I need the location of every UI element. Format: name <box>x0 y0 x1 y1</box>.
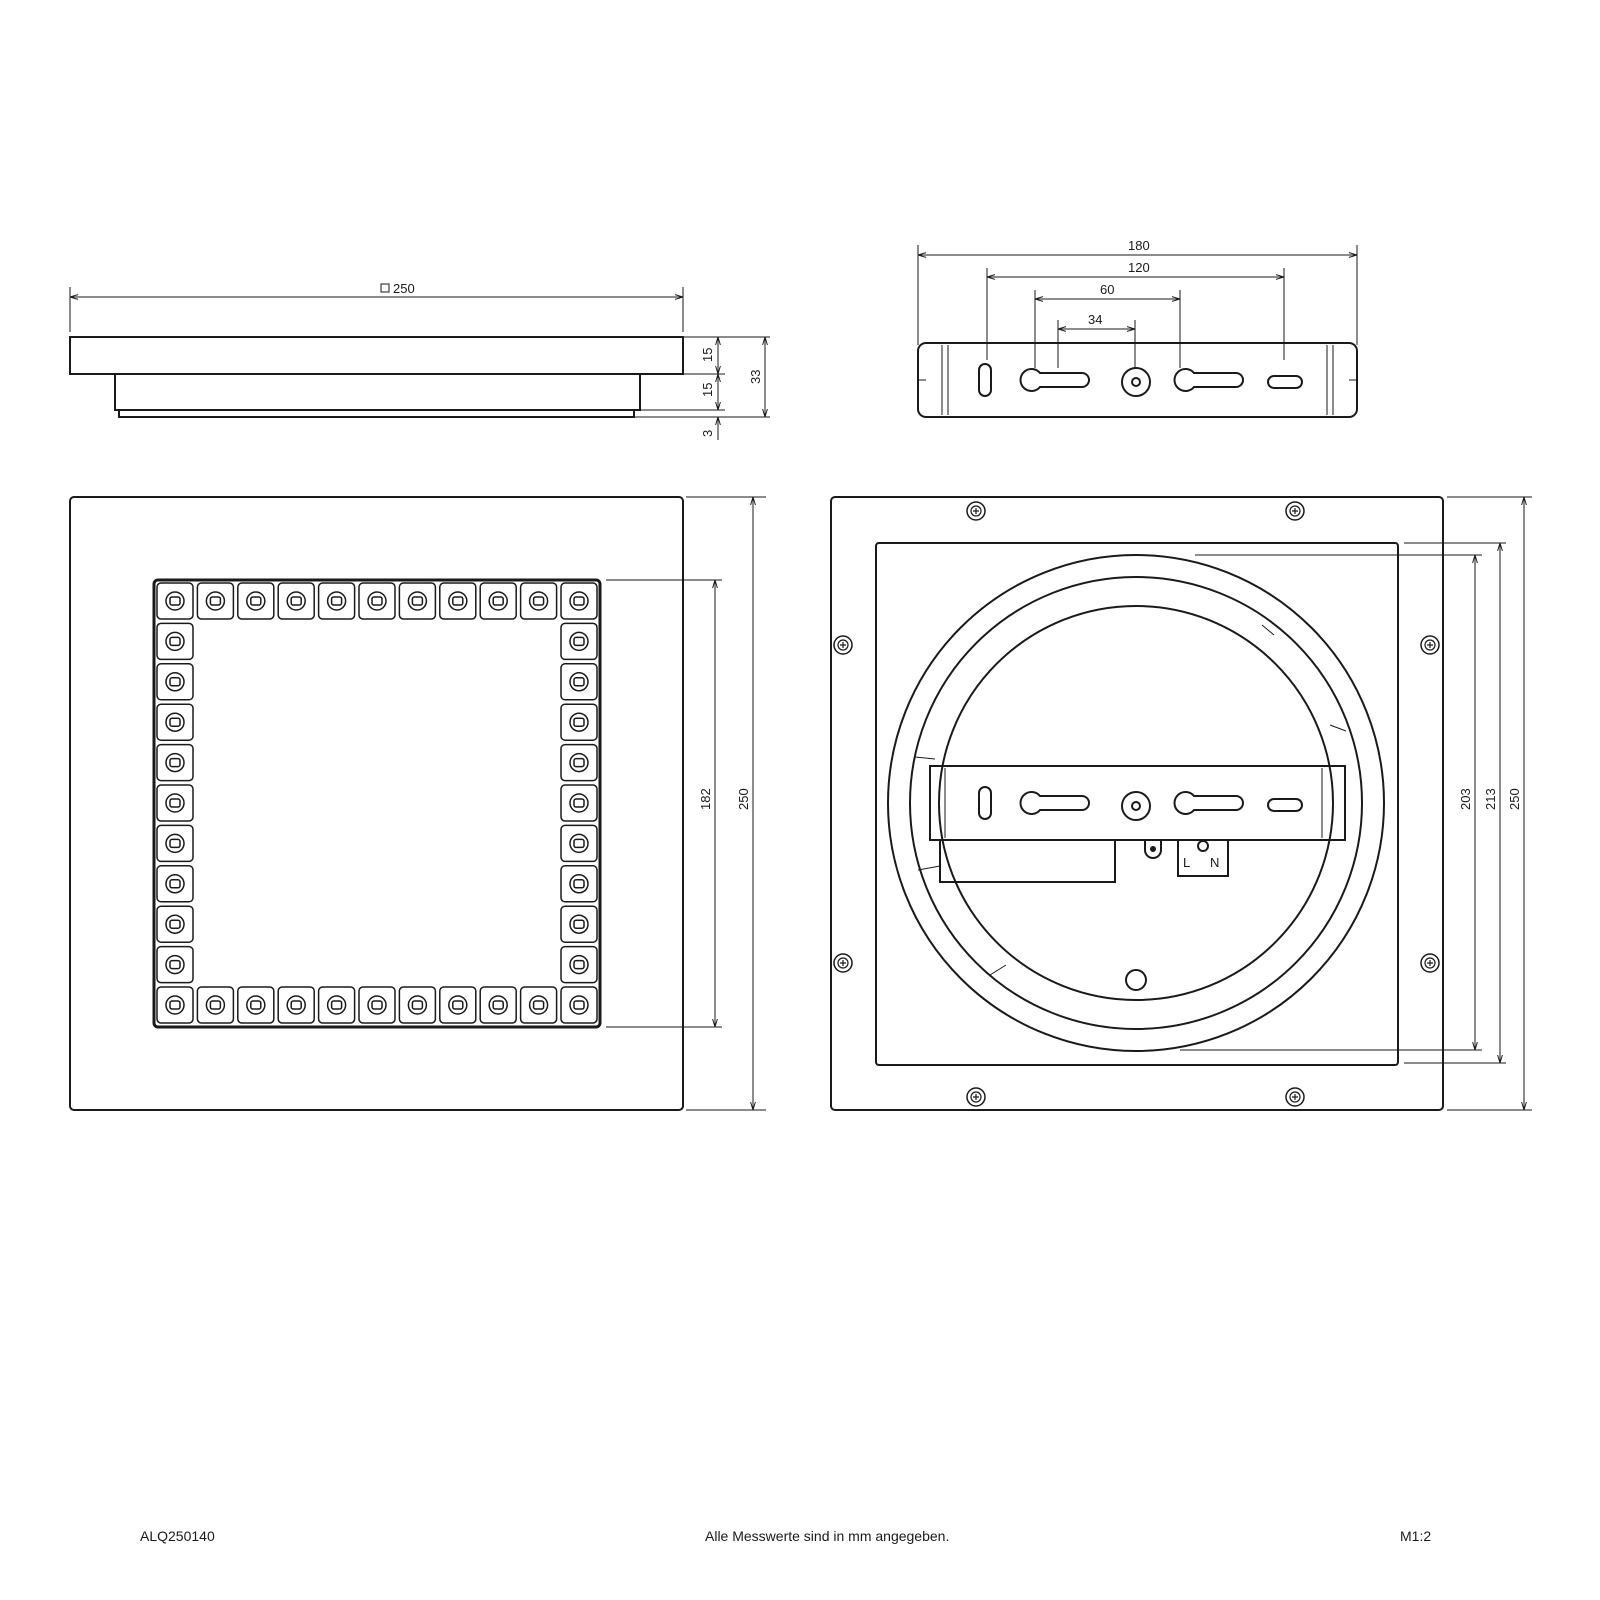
dim-180: 180 <box>1128 238 1150 253</box>
dim-182: 182 <box>698 788 713 810</box>
led-icon <box>277 986 315 1024</box>
led-icon <box>156 905 194 943</box>
dim-34: 34 <box>1088 312 1102 327</box>
led-icon <box>560 784 598 822</box>
dim-203: 203 <box>1458 788 1473 810</box>
led-icon <box>237 986 275 1024</box>
dim-250-front: 250 <box>736 788 751 810</box>
dim-60: 60 <box>1100 282 1114 297</box>
led-icon <box>439 582 477 620</box>
screw-icon <box>966 501 986 521</box>
screws <box>833 501 1440 1107</box>
led-icon <box>519 986 558 1024</box>
led-icon <box>479 986 517 1024</box>
dim-15-top: 15 <box>700 348 715 362</box>
led-icon <box>439 986 477 1024</box>
screw-icon <box>1285 1087 1305 1107</box>
led-icon <box>398 582 437 620</box>
led-icon <box>358 582 396 620</box>
bracket-view: 180 120 60 34 <box>917 238 1358 418</box>
led-icon <box>560 743 598 782</box>
led-icon <box>519 582 558 620</box>
led-icon <box>479 582 517 620</box>
led-icon <box>398 986 437 1024</box>
led-icon <box>237 582 275 620</box>
measurement-note: Alle Messwerte sind in mm angegeben. <box>705 1528 949 1544</box>
led-icon <box>560 824 598 863</box>
dim-250-back: 250 <box>1507 788 1522 810</box>
front-view: 182 250 <box>69 496 766 1111</box>
led-icon <box>317 582 356 620</box>
led-icon <box>317 986 356 1024</box>
dim-120: 120 <box>1128 260 1150 275</box>
side-view: 250 15 15 33 3 <box>69 281 770 440</box>
led-icon <box>156 784 194 822</box>
square-symbol-icon <box>380 283 390 293</box>
led-icon <box>560 905 598 943</box>
dim-3: 3 <box>700 430 715 437</box>
dim-15-bottom: 15 <box>700 383 715 397</box>
terminal-l-label: L <box>1183 855 1190 870</box>
led-icon <box>560 703 598 741</box>
dim-33: 33 <box>748 370 763 384</box>
back-view: L N 203 213 250 <box>830 496 1532 1111</box>
article-number: ALQ250140 <box>140 1528 215 1544</box>
terminal-n-label: N <box>1210 855 1219 870</box>
led-icon <box>156 986 194 1024</box>
screw-icon <box>1420 953 1440 973</box>
screw-icon <box>1285 501 1305 521</box>
side-width-label: 250 <box>393 281 415 296</box>
screw-icon <box>833 635 853 655</box>
led-icon <box>560 986 598 1024</box>
led-icon <box>156 865 194 903</box>
led-icon <box>156 622 194 661</box>
led-array <box>156 582 598 1024</box>
led-icon <box>156 824 194 863</box>
led-icon <box>560 622 598 661</box>
screw-icon <box>966 1087 986 1107</box>
led-icon <box>196 582 235 620</box>
led-icon <box>560 663 598 701</box>
led-icon <box>156 582 194 620</box>
led-icon <box>156 703 194 741</box>
led-icon <box>156 663 194 701</box>
led-icon <box>156 743 194 782</box>
led-icon <box>277 582 315 620</box>
led-icon <box>560 945 598 984</box>
led-icon <box>560 865 598 903</box>
scale-label: M1:2 <box>1400 1528 1431 1544</box>
screw-icon <box>833 953 853 973</box>
led-icon <box>560 582 598 620</box>
led-icon <box>196 986 235 1024</box>
led-icon <box>156 945 194 984</box>
led-icon <box>358 986 396 1024</box>
screw-icon <box>1420 635 1440 655</box>
dim-213: 213 <box>1483 788 1498 810</box>
